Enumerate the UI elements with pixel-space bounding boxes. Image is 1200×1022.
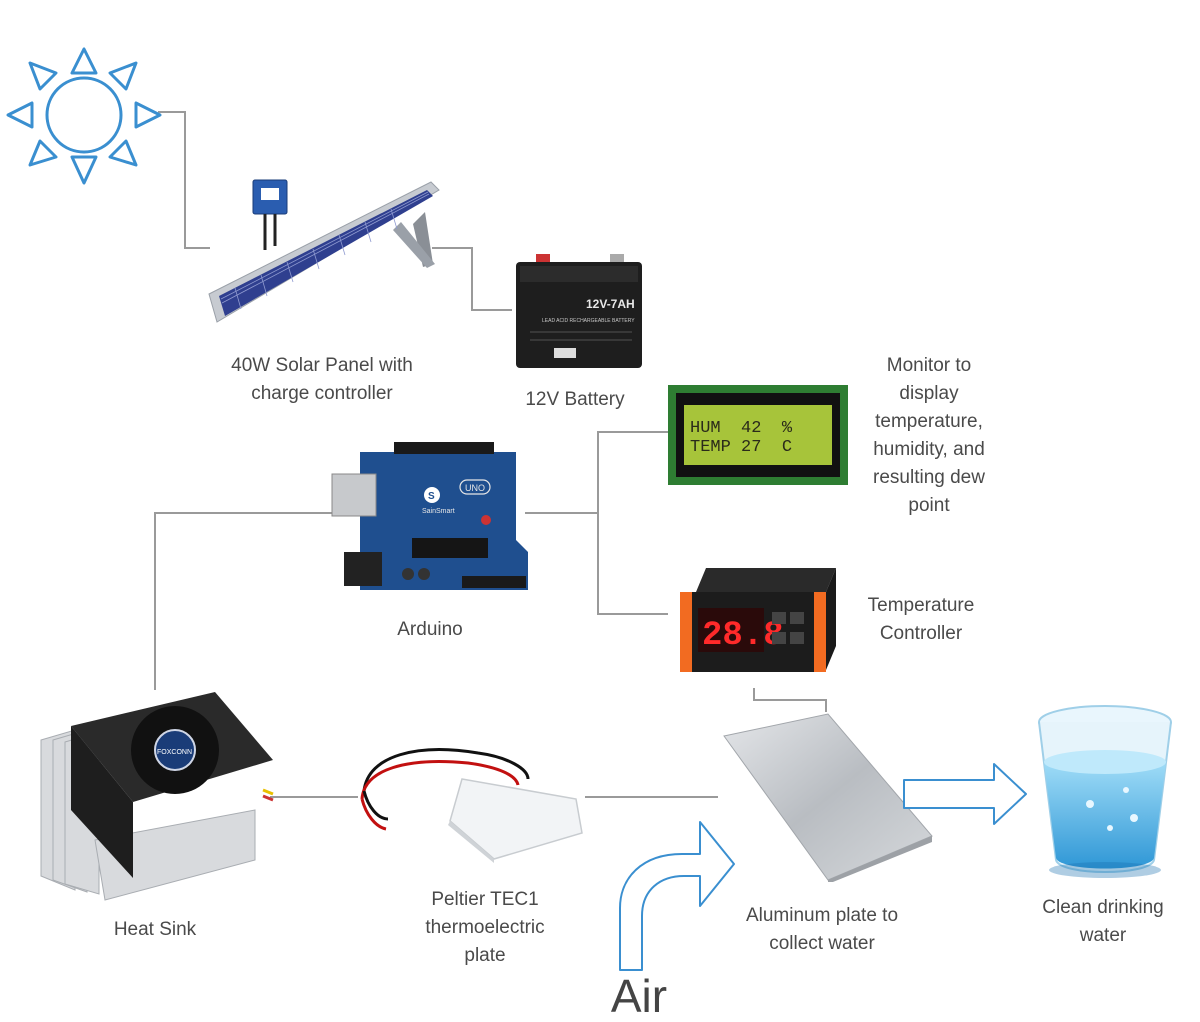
label-heat-sink: Heat Sink	[113, 919, 197, 940]
controller-display-text: 28.8	[702, 617, 784, 655]
label-battery: 12V Battery	[525, 389, 625, 410]
arduino-model-text: UNO	[465, 483, 485, 493]
arduino-image: S SainSmart UNO	[330, 440, 528, 596]
arrow-right-icon	[900, 760, 1030, 828]
lcd-monitor-image: HUM 42 % TEMP 27 C	[668, 385, 848, 485]
label-air: Air	[610, 970, 668, 1022]
label-temperature-controller: Temperature Controller	[867, 595, 975, 644]
arduino-brand-text: SainSmart	[422, 508, 455, 515]
label-aluminum-plate: Aluminum plate to collect water	[745, 905, 899, 954]
battery-image: 12V-7AH LEAD ACID RECHARGEABLE BATTERY	[512, 250, 647, 374]
curved-arrow-icon	[612, 818, 742, 978]
lcd-line-1: HUM 42 %	[690, 419, 793, 438]
aluminum-plate-image	[718, 712, 938, 882]
peltier-image	[358, 735, 588, 863]
label-arduino: Arduino	[397, 619, 463, 640]
connector-arduino-heatsink	[154, 512, 335, 690]
svg-text:S: S	[428, 491, 435, 502]
label-monitor: Monitor to display temperature, humidity…	[873, 355, 985, 516]
label-solar-panel: 40W Solar Panel with charge controller	[231, 355, 413, 404]
lcd-line-2: TEMP 27 C	[690, 438, 792, 457]
sun-icon	[0, 45, 170, 190]
battery-rating-text: 12V-7AH	[586, 297, 635, 311]
label-clean-water: Clean drinking water	[1042, 897, 1164, 946]
solar-panel-image	[205, 172, 445, 340]
connector-panel-battery	[432, 247, 512, 311]
battery-type-text: LEAD ACID RECHARGEABLE BATTERY	[542, 318, 635, 324]
water-glass-image	[1030, 700, 1180, 880]
heat-sink-image: FOXCONN	[35, 690, 275, 902]
connector-sun-panel	[158, 111, 210, 249]
connector-monitor	[597, 431, 668, 615]
label-peltier: Peltier TEC1 thermoelectric plate	[425, 889, 545, 966]
connector-controller-plate	[753, 688, 827, 712]
fan-brand-text: FOXCONN	[157, 749, 192, 756]
temperature-controller-image: 28.8	[676, 562, 842, 684]
